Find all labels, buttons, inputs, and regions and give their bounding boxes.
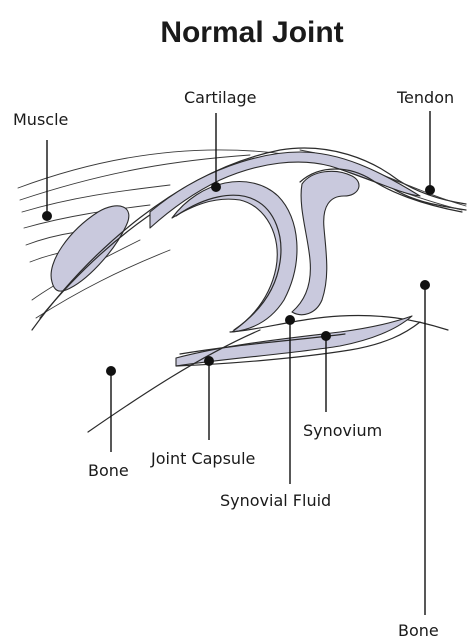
label-joint-capsule: Joint Capsule [150,449,255,468]
pointer-dot [106,366,116,376]
leader-bone-left [106,366,116,452]
pointer-dot [425,185,435,195]
label-synovial-fluid: Synovial Fluid [220,491,331,510]
label-tendon: Tendon [396,88,454,107]
diagram-title: Normal Joint [160,16,343,49]
upper-cartilage [172,182,297,332]
leader-tendon [425,111,435,195]
pointer-dot [42,211,52,221]
label-cartilage: Cartilage [184,88,257,107]
leader-bone-right [420,280,430,615]
pointer-dot [420,280,430,290]
pointer-dot [204,356,214,366]
label-bone-right: Bone [398,621,439,640]
leader-muscle [42,140,52,221]
joint-illustration [18,148,466,432]
label-muscle: Muscle [13,110,68,129]
pointer-dot [321,331,331,341]
pointer-dot [211,182,221,192]
label-synovium: Synovium [303,421,382,440]
pointer-dot [285,315,295,325]
leader-joint-capsule [204,356,214,440]
lower-cartilage [292,171,359,314]
label-bone-left: Bone [88,461,129,480]
lower-bone-shaft-upper [88,330,260,432]
